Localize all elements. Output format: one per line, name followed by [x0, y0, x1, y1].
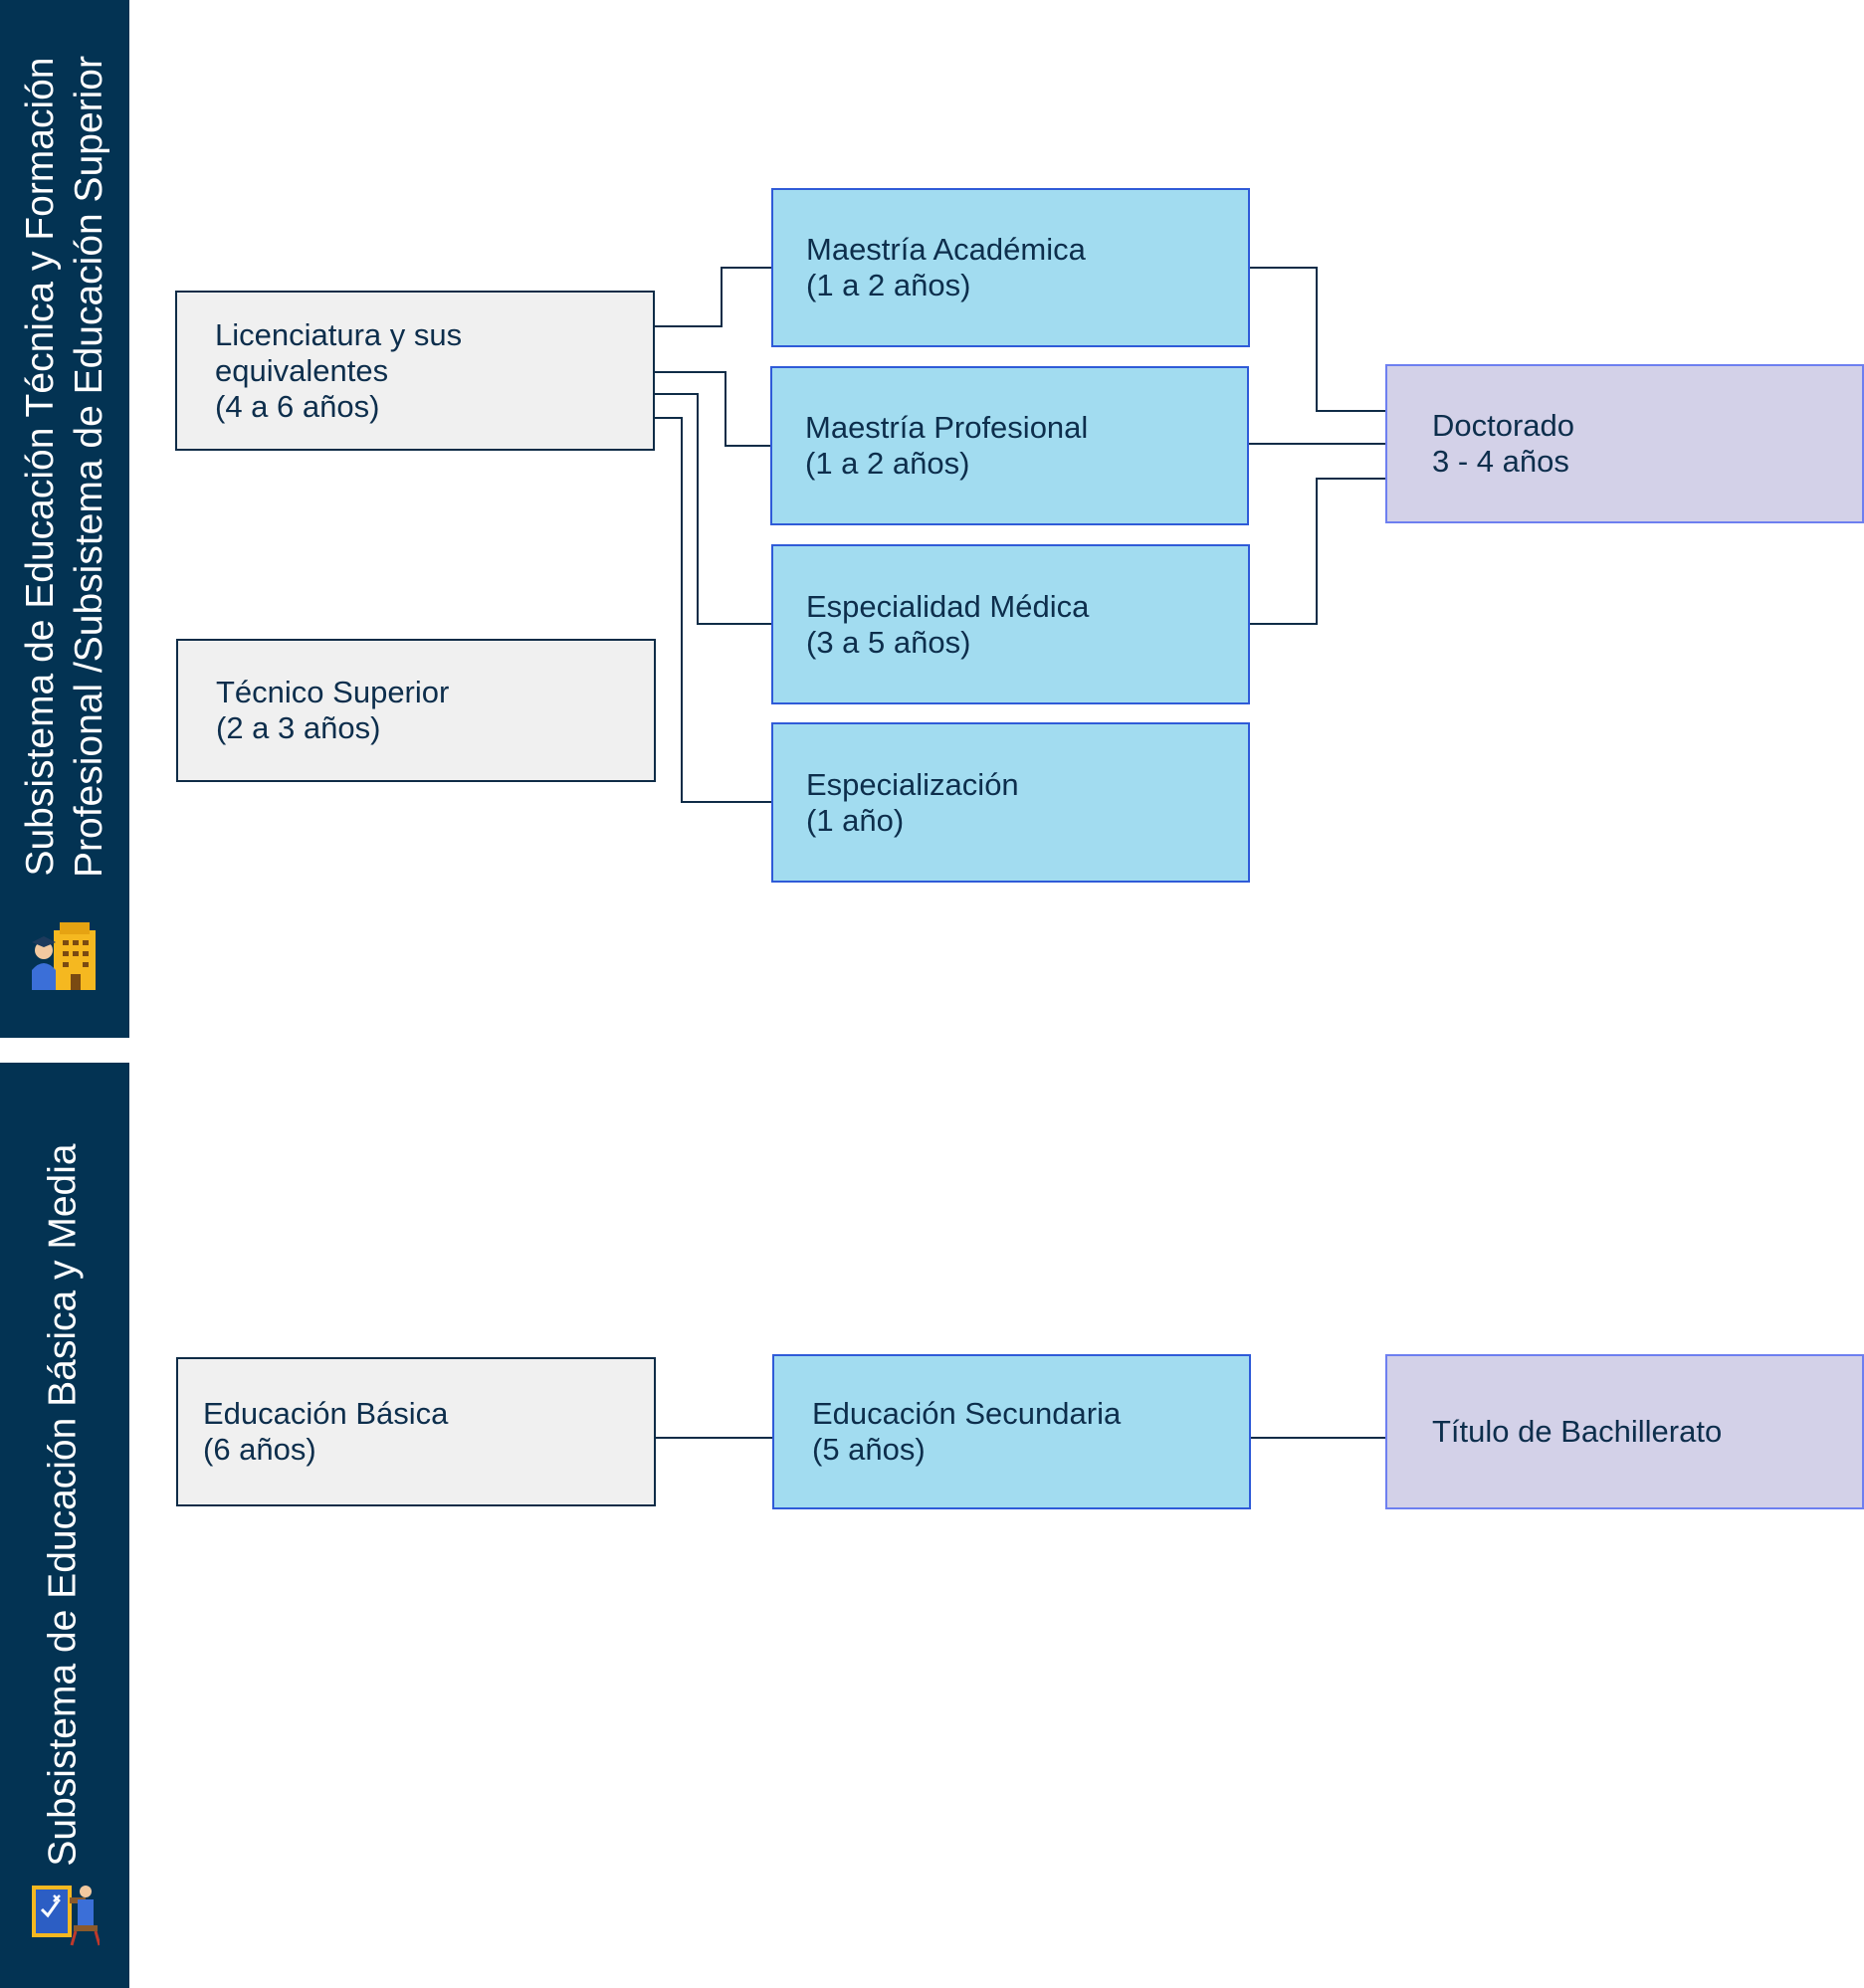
upper-subsystem-band: Subsistema de Educación Técnica y Formac…: [0, 0, 129, 1038]
node-licenciatura-line1: Licenciatura y sus: [215, 316, 463, 352]
node-maestria-profesional-line1: Maestría Profesional: [805, 410, 1089, 445]
node-doctorado-line1: Doctorado: [1432, 408, 1575, 443]
node-doctorado-line2: 3 - 4 años: [1432, 444, 1569, 479]
edge-licenciatura-especializacion: [655, 417, 771, 803]
node-educacion-basica-line1: Educación Básica: [203, 1396, 449, 1431]
node-educacion-secundaria-line2: (5 años): [812, 1432, 926, 1467]
edge-especialidad-medica-doctorado: [1250, 478, 1385, 625]
node-tecnico-superior-line1: Técnico Superior: [216, 675, 450, 709]
node-educacion-secundaria: Educación Secundaria (5 años): [772, 1354, 1251, 1509]
node-tecnico-superior: Técnico Superior (2 a 3 años): [176, 639, 656, 782]
node-maestria-profesional: Maestría Profesional (1 a 2 años): [770, 366, 1249, 525]
node-maestria-academica-line2: (1 a 2 años): [806, 268, 971, 302]
node-especialidad-medica-line2: (3 a 5 años): [806, 624, 971, 660]
node-doctorado: Doctorado 3 - 4 años: [1385, 364, 1864, 523]
node-especializacion-line2: (1 año): [806, 802, 905, 838]
edge-licenciatura-maestria-profesional: [655, 371, 770, 447]
edge-maestria-academica-doctorado: [1250, 267, 1385, 412]
node-titulo-bachillerato-line1: Título de Bachillerato: [1432, 1414, 1723, 1449]
node-maestria-academica-line1: Maestría Académica: [806, 232, 1086, 267]
node-especialidad-medica-line1: Especialidad Médica: [806, 588, 1090, 624]
node-educacion-basica: Educación Básica (6 años): [176, 1357, 656, 1506]
node-especializacion: Especialización (1 año): [771, 722, 1250, 883]
node-tecnico-superior-line2: (2 a 3 años): [216, 710, 381, 745]
edge-licenciatura-especialidad-medica: [655, 393, 771, 625]
classroom-teacher-icon: [30, 1882, 102, 1952]
node-licenciatura: Licenciatura y sus equivalentes (4 a 6 a…: [175, 291, 655, 451]
lower-subsystem-band: Subsistema de Educación Básica y Media: [0, 1063, 129, 1988]
graduate-building-icon: [30, 920, 100, 997]
node-maestria-academica: Maestría Académica (1 a 2 años): [771, 188, 1250, 347]
node-educacion-secundaria-line1: Educación Secundaria: [812, 1396, 1122, 1431]
node-licenciatura-line3: (4 a 6 años): [215, 388, 380, 424]
node-titulo-bachillerato: Título de Bachillerato: [1385, 1354, 1864, 1509]
node-especialidad-medica: Especialidad Médica (3 a 5 años): [771, 544, 1250, 704]
node-maestria-profesional-line2: (1 a 2 años): [805, 446, 970, 481]
node-especializacion-line1: Especialización: [806, 766, 1019, 802]
edge-licenciatura-maestria-academica: [655, 267, 771, 327]
node-licenciatura-line2: equivalentes: [215, 352, 389, 388]
node-educacion-basica-line2: (6 años): [203, 1432, 316, 1467]
